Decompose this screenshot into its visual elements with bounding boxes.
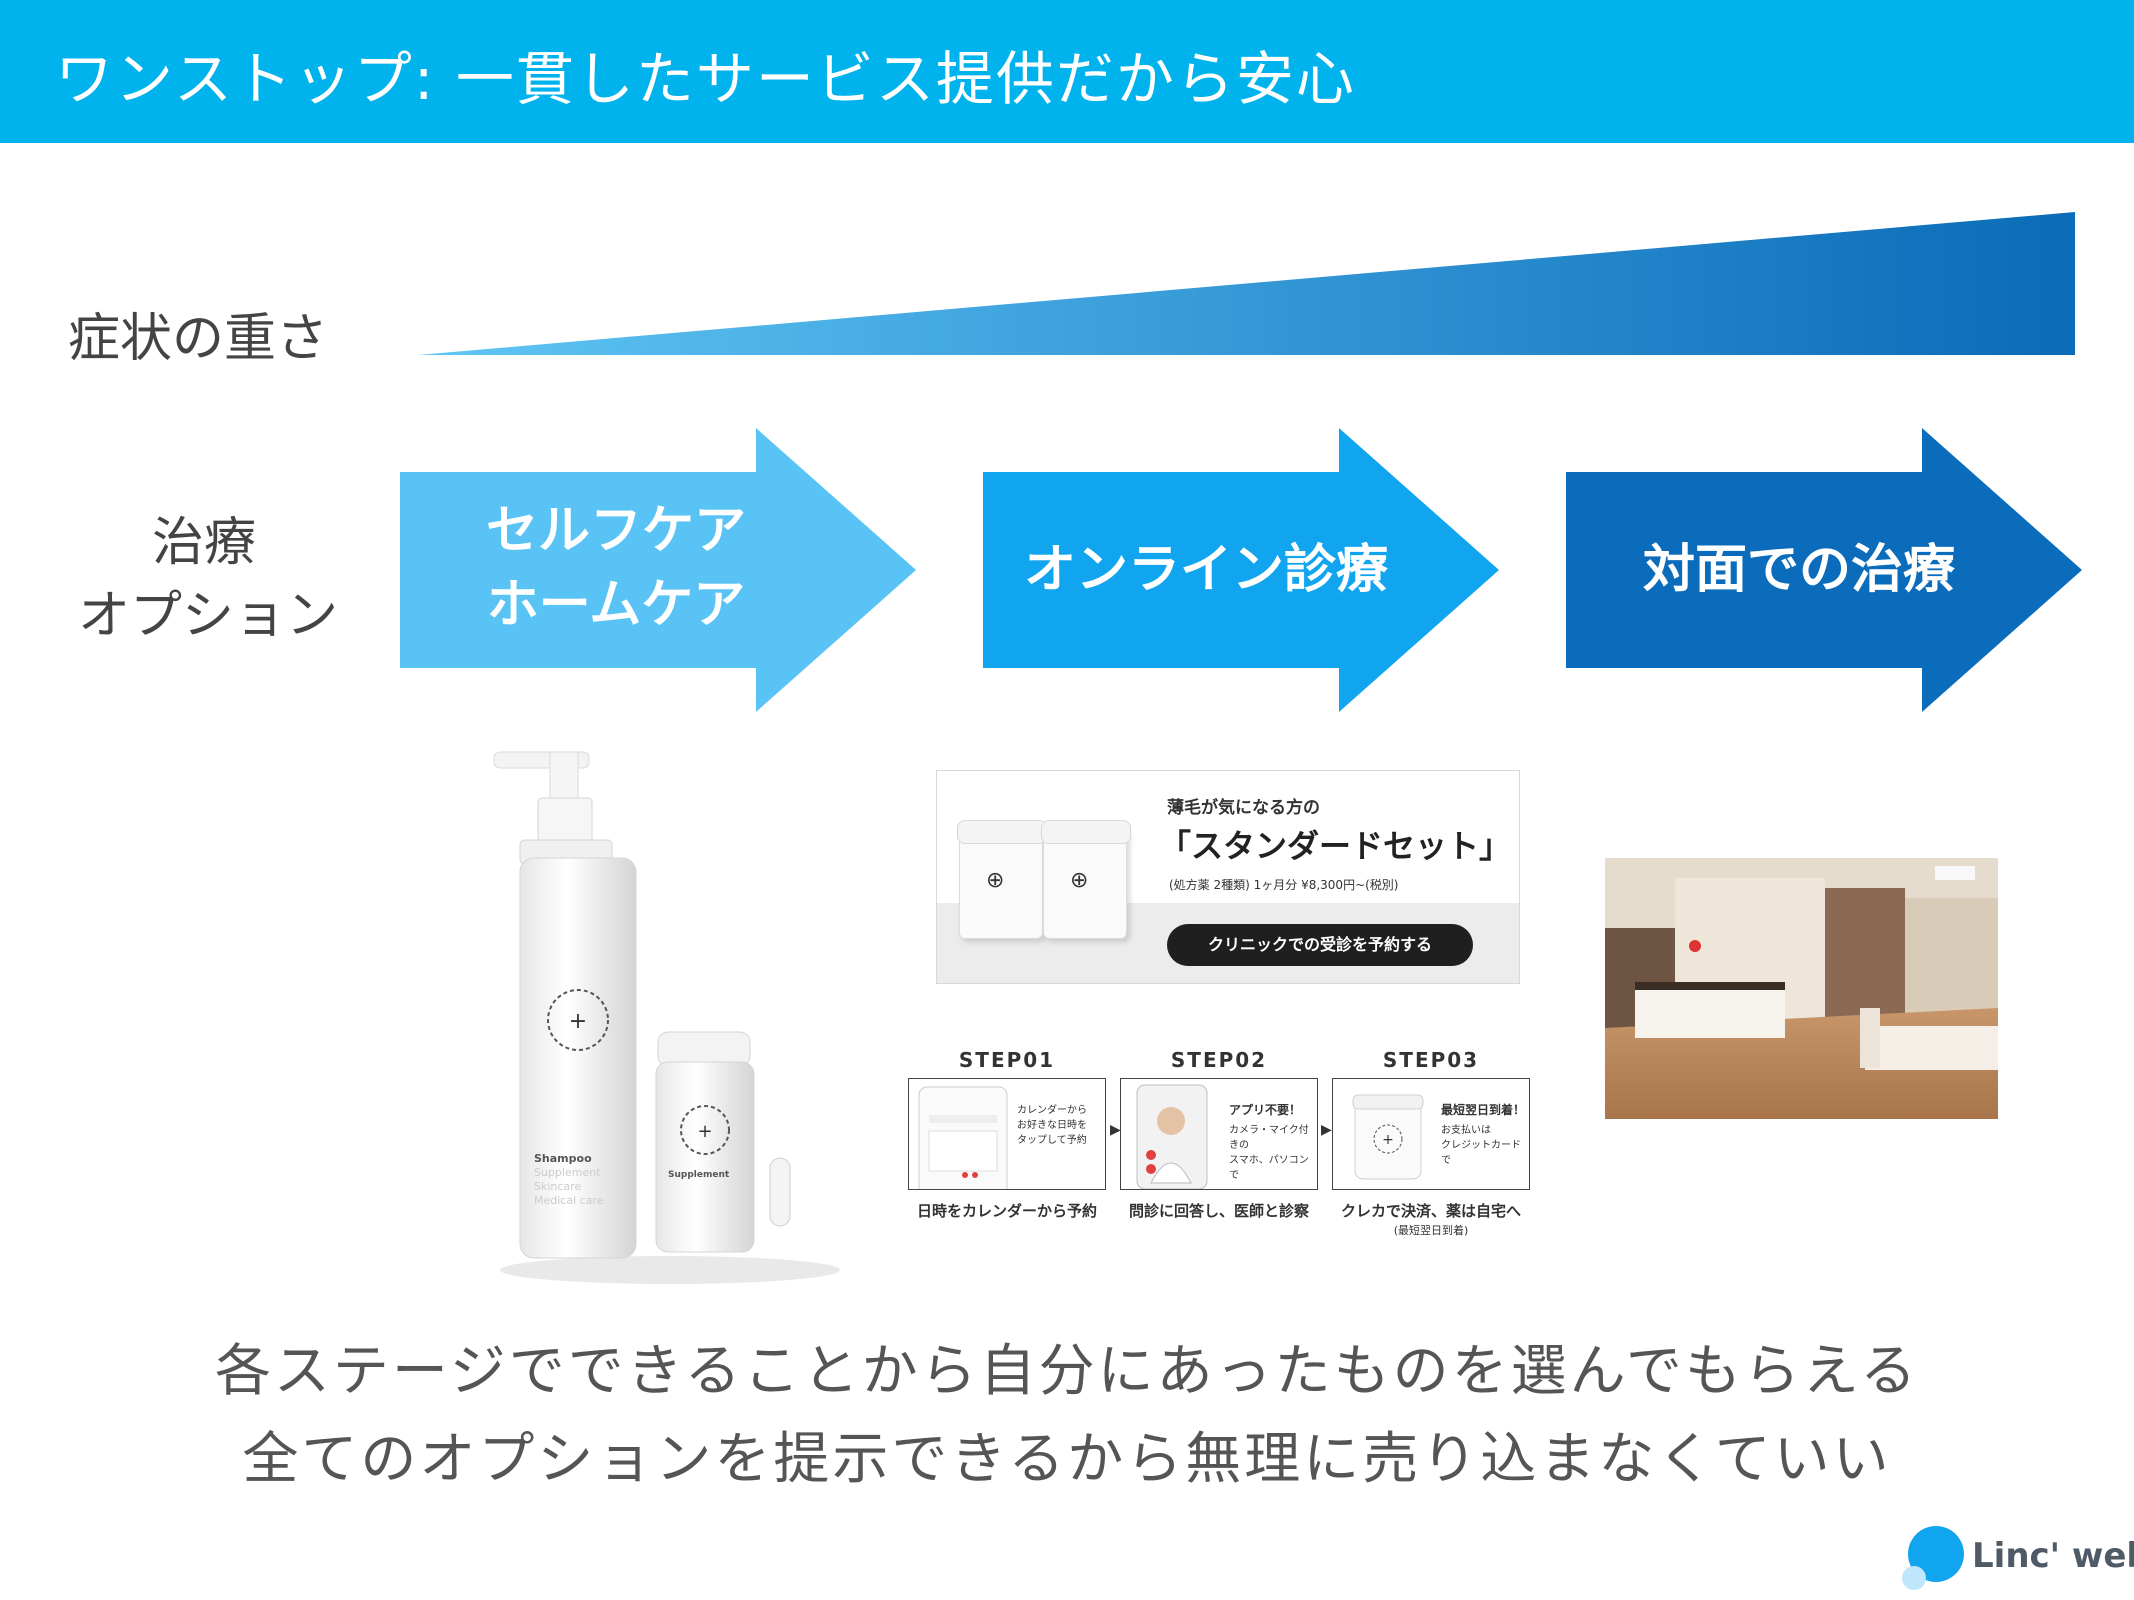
bottle-line-3: Skincare (534, 1180, 581, 1193)
svg-text:+: + (1382, 1132, 1394, 1148)
step-1-box: カレンダーから お好きな日時を タップして予約 (908, 1078, 1106, 1208)
stage-selfcare-line2: ホームケア (486, 575, 746, 635)
step-3-text-bold: 最短翌日到着！ (1441, 1103, 1526, 1117)
svg-text:+: + (697, 1121, 712, 1142)
step-1-caption: 日時をカレンダーから予約 (916, 1202, 1097, 1220)
jar-label: Supplement (668, 1170, 730, 1180)
bottle-line-1: Shampoo (534, 1152, 592, 1165)
step-1-text: カレンダーから お好きな日時を タップして予約 (1017, 1105, 1087, 1146)
online-promo-banner: ⊕ ⊕ 薄毛が気になる方の 「スタンダードセット」 (処方薬 2種類) 1ヶ月分… (936, 770, 1520, 984)
stage-arrow-inperson: 対面での治療 (1566, 428, 2082, 712)
step-2-caption: 問診に回答し、医師と診察 (1128, 1202, 1309, 1220)
clinic-interior-photo (1605, 858, 1998, 1119)
step-2-text: カメラ・マイク付きの スマホ、パソコンで (1229, 1125, 1309, 1181)
stage-selfcare-line1: セルフケア (485, 501, 746, 561)
slide-title: ワンストップ: 一貫したサービス提供だから安心 (55, 45, 1356, 113)
step-3-sub: (最短翌日到着) (1393, 1224, 1469, 1237)
reserve-button[interactable]: クリニックでの受診を予約する (1167, 924, 1473, 966)
step-2-label: STEP02 (1170, 1048, 1268, 1072)
step-2-text-bold: アプリ不要！ (1229, 1103, 1302, 1117)
promo-jar-2: ⊕ (1041, 820, 1131, 939)
promo-subtitle: 薄毛が気になる方の (1167, 798, 1320, 818)
step-3-label: STEP03 (1382, 1048, 1480, 1072)
step-2-box: アプリ不要！ カメラ・マイク付きの スマホ、パソコンで (1120, 1078, 1318, 1190)
stage-inperson-label: 対面での治療 (1642, 540, 1955, 600)
bottle-line-2: Supplement (534, 1166, 601, 1179)
promo-jar-1: ⊕ (957, 820, 1047, 939)
lincwell-logo: Linc' well (1900, 1522, 2134, 1592)
promo-note: (処方薬 2種類) 1ヶ月分 ¥8,300円~(税別) (1169, 878, 1399, 892)
step-3-text: お支払いは クレジットカードで (1441, 1125, 1521, 1166)
stage-online-label: オンライン診療 (1023, 540, 1388, 600)
selfcare-product-image: + Shampoo Supplement Skincare Medical ca… (480, 740, 860, 1290)
bottle-line-4: Medical care (534, 1194, 604, 1207)
treatment-label-line2: オプション (78, 586, 339, 646)
severity-label: 症状の重さ (68, 309, 329, 369)
step-1-label: STEP01 (958, 1048, 1056, 1072)
promo-title: 「スタンダードセット」 (1159, 827, 1512, 865)
logo-text: Linc' well (1972, 1536, 2134, 1576)
svg-text:+: + (569, 1009, 587, 1034)
step-arrow-1: ▶ (1110, 1122, 1121, 1138)
header-bar: ワンストップ: 一貫したサービス提供だから安心 (0, 0, 2134, 143)
stage-arrow-selfcare: セルフケア ホームケア (400, 428, 916, 712)
step-3-caption: クレカで決済、薬は自宅へ (1340, 1202, 1521, 1220)
step-arrow-2: ▶ (1321, 1122, 1332, 1138)
step-3-box: + 最短翌日到着！ お支払いは クレジットカードで (1332, 1078, 1530, 1190)
stage-arrow-online: オンライン診療 (983, 428, 1499, 712)
severity-wedge (418, 212, 2075, 355)
message-line-2: 全てのオプションを提示できるから無理に売り込まなくていい (242, 1427, 1892, 1492)
message-line-1: 各ステージでできることから自分にあったものを選んでもらえる (214, 1339, 1920, 1404)
treatment-label-line1: 治療 (152, 513, 257, 573)
